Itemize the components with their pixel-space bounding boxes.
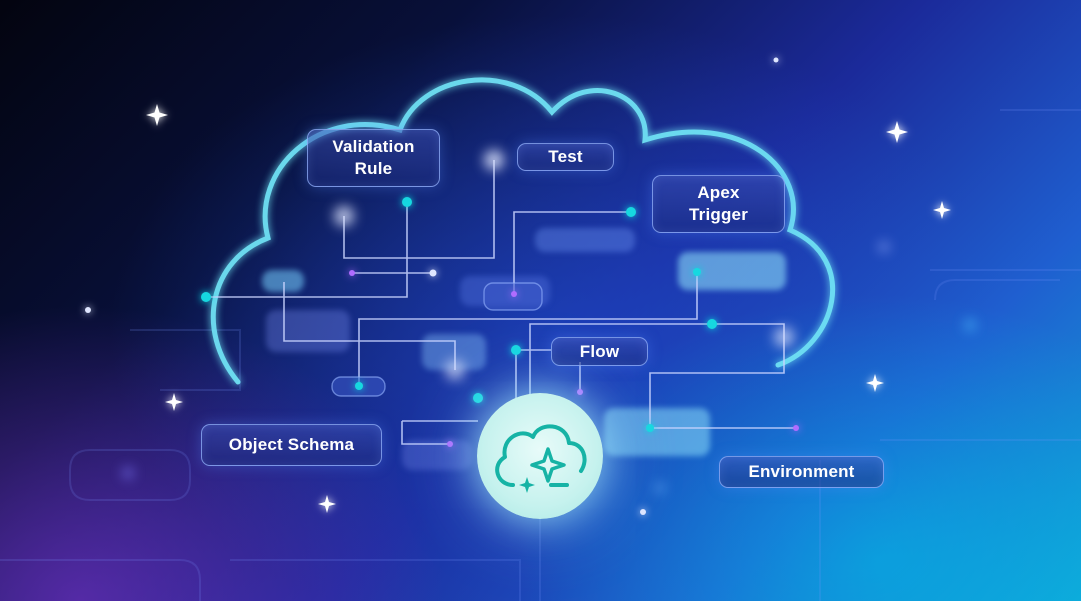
node-environment[interactable]: Environment	[719, 456, 884, 488]
blurred-pill	[535, 228, 635, 252]
node-flow[interactable]: Flow	[551, 337, 648, 366]
node-label: Validation Rule	[332, 137, 415, 178]
central-hub[interactable]	[477, 393, 603, 519]
node-test[interactable]: Test	[517, 143, 614, 171]
node-object-schema[interactable]: Object Schema	[201, 424, 382, 466]
cloud-sparkle-icon	[495, 424, 587, 493]
node-label: Apex Trigger	[688, 183, 749, 224]
blurred-pill	[262, 270, 304, 292]
node-label: Environment	[748, 462, 855, 481]
node-validation-rule[interactable]: Validation Rule	[307, 129, 440, 187]
glow-orbs	[122, 150, 976, 493]
sparkle-star-icon	[146, 104, 951, 513]
background-traces	[0, 109, 1081, 601]
node-apex-trigger[interactable]: Apex Trigger	[652, 175, 785, 233]
blurred-pill	[604, 408, 710, 456]
node-label: Test	[548, 147, 583, 166]
blurred-pill	[266, 310, 350, 352]
cloud-outline	[210, 77, 836, 385]
node-label: Flow	[579, 341, 620, 361]
node-label: Object Schema	[228, 435, 355, 454]
junction-dots	[85, 57, 799, 515]
connector-lines	[206, 160, 796, 445]
blurred-pill	[402, 440, 472, 470]
